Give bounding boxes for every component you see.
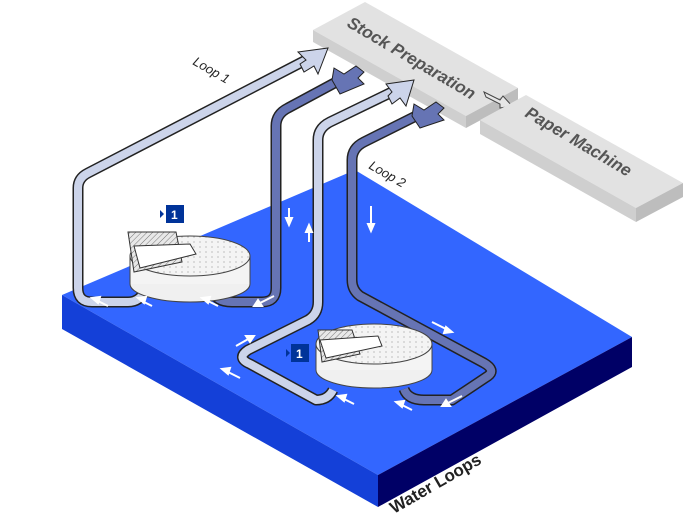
flow-arrow-icon [440, 395, 463, 407]
loop1-supply-arrowhead [296, 47, 329, 76]
loop2-return-arrowhead [411, 101, 445, 129]
flow-arrow-icon [366, 206, 376, 234]
flow-arrow-icon [304, 222, 314, 242]
loop2-return-pipe [346, 101, 497, 406]
flow-arrow-icon [235, 335, 256, 347]
badge-pointer-icon [160, 210, 164, 218]
platform-side [378, 337, 632, 507]
flow-arrow-icon [252, 295, 275, 307]
badge-loop2[interactable]: 1 [286, 344, 309, 362]
platform-front [62, 295, 378, 507]
loop2-supply-pipe [237, 79, 415, 406]
loop1-return-arrowhead [331, 65, 365, 95]
flow-arrow-icon [199, 295, 219, 307]
loop1-label: Loop 1 [191, 54, 233, 87]
flow-arrow-icon [219, 366, 241, 379]
badge-loop1[interactable]: 1 [160, 205, 184, 223]
badge-loop2-number: 1 [296, 347, 303, 361]
badge-pointer-icon [286, 349, 290, 357]
flow-arrows [89, 206, 463, 411]
loop2-supply-arrowhead [385, 79, 415, 108]
flow-arrow-icon [89, 295, 109, 307]
flow-arrow-icon [431, 321, 455, 335]
flow-arrow-icon [335, 393, 355, 405]
paper-machine-box[interactable]: Paper Machine [480, 95, 683, 222]
clarifier-loop2[interactable] [315, 323, 433, 389]
flow-arrow-icon [284, 208, 294, 228]
clarifier-loop1[interactable] [127, 231, 251, 303]
badge-loop1-number: 1 [171, 208, 178, 222]
flow-arrow-icon [135, 295, 153, 307]
flow-arrow-icon [393, 399, 413, 411]
loop1-supply-pipe [72, 47, 329, 308]
